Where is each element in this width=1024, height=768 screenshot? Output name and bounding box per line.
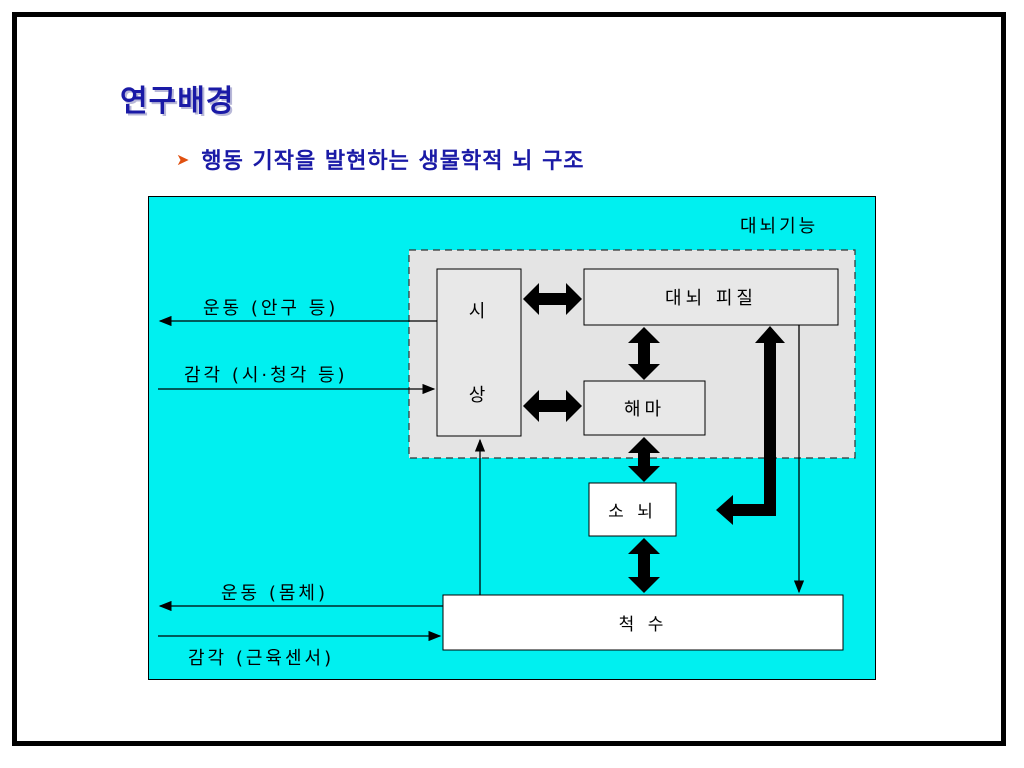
cerebellum-spinal-arrow: [628, 538, 660, 593]
sense-muscle-label: 감각 (근육센서): [188, 648, 335, 669]
slide-title: 연구배경: [120, 84, 235, 119]
arrow-bullet-icon: ➤: [176, 149, 190, 169]
thalamus-cortex-arrow: [523, 283, 582, 315]
thalamus-hippocampus-arrow: [523, 390, 582, 422]
cortex-box: [583, 268, 839, 326]
spinal-cord-label: 척 수: [618, 615, 668, 635]
thick-arrows: [523, 283, 785, 593]
cortex-cerebellum-arrow: [716, 326, 785, 525]
spinal-cord-box: [442, 594, 844, 651]
brain-structure-diagram: 대뇌기능 시 상 대뇌 피질 해마 소 뇌 척 수 운동 (안구 등) 감각 (…: [148, 196, 876, 680]
motor-eye-label: 운동 (안구 등): [203, 298, 339, 319]
cerebellum-label: 소 뇌: [608, 502, 657, 522]
cortex-hippocampus-arrow: [628, 327, 660, 380]
bullet-text: 행동 기작을 발현하는 생물학적 뇌 구조: [201, 149, 585, 174]
cerebellum-box: [588, 482, 677, 537]
hippocampus-label: 해마: [623, 399, 666, 420]
hippocampus-box: [583, 380, 706, 436]
diagram-canvas: [148, 196, 876, 680]
bullet-item: ➤ 행동 기작을 발현하는 생물학적 뇌 구조: [176, 143, 585, 175]
region-label: 대뇌기능: [740, 216, 819, 237]
thalamus-label-bottom: 상: [468, 385, 490, 406]
motor-body-label: 운동 (몸체): [221, 583, 329, 604]
thalamus-box: [436, 268, 522, 437]
sense-visual-label: 감각 (시·청각 등): [184, 365, 348, 386]
cortex-label: 대뇌 피질: [665, 288, 757, 309]
hippocampus-cerebellum-arrow: [628, 437, 660, 482]
thalamus-label-top: 시: [468, 301, 490, 322]
